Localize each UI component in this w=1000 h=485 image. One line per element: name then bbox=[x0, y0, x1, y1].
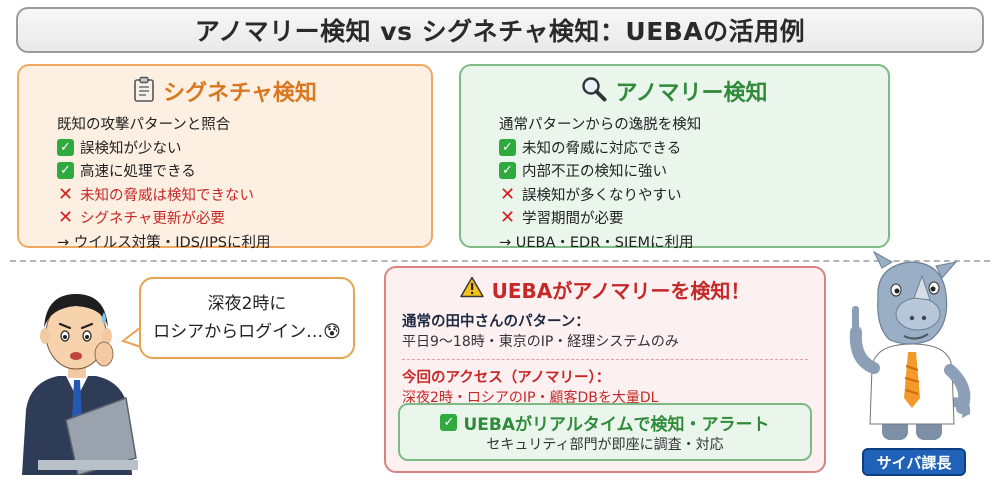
bubble-line-2: ロシアからログイン…😰 bbox=[153, 322, 341, 342]
alert-title: UEBAがアノマリーを検知！ bbox=[491, 278, 751, 303]
clipboard-icon bbox=[133, 76, 155, 106]
anomaly-item: ✓ 内部不正の検知に強い bbox=[499, 159, 872, 183]
cross-icon: ✕ bbox=[57, 207, 74, 229]
bubble-tail bbox=[121, 326, 142, 348]
anomaly-usage: → UEBA・EDR・SIEMに利用 bbox=[499, 234, 694, 251]
speech-bubble: 深夜2時に ロシアからログイン…😰 bbox=[139, 277, 355, 359]
alert-separator bbox=[402, 359, 808, 360]
signature-card-header: シグネチャ検知 bbox=[35, 76, 415, 106]
worried-employee-illustration bbox=[22, 294, 138, 475]
detection-subtitle: セキュリティ部門が即座に調査・対応 bbox=[486, 437, 724, 453]
signature-card: シグネチャ検知 既知の攻撃パターンと照合 ✓ 誤検知が少ない ✓ 高速に処理でき… bbox=[17, 64, 433, 251]
signature-title: シグネチャ検知 bbox=[163, 81, 317, 106]
anomaly-title: アノマリー検知 bbox=[615, 81, 768, 106]
page-title: アノマリー検知 vs シグネチャ検知：UEBAの活用例 bbox=[16, 7, 984, 53]
bubble-line-1: 深夜2時に bbox=[207, 294, 287, 314]
anomaly-card-header: アノマリー検知 bbox=[477, 76, 872, 106]
magnifier-icon bbox=[581, 76, 607, 106]
warning-icon bbox=[459, 276, 484, 302]
section-divider bbox=[10, 260, 990, 262]
signature-usage: → ウイルス対策・IDS/IPSに利用 bbox=[57, 234, 271, 251]
anomaly-item: ✕ 学習期間が必要 bbox=[499, 207, 624, 229]
signature-item: ✓ 誤検知が少ない bbox=[57, 136, 415, 160]
anomaly-item: ✓ 未知の脅威に対応できる bbox=[499, 136, 872, 160]
signature-item: ✕ 未知の脅威は検知できない bbox=[57, 183, 254, 205]
detection-title: UEBAがリアルタイムで検知・アラート bbox=[463, 414, 770, 435]
signature-desc: 既知の攻撃パターンと照合 bbox=[57, 117, 231, 134]
cross-icon: ✕ bbox=[57, 183, 74, 205]
mascot-name-tag: サイバ課長 bbox=[862, 448, 966, 476]
alert-header: UEBAがアノマリーを検知！ bbox=[402, 274, 808, 304]
anomaly-desc: 通常パターンからの逸脱を検知 bbox=[499, 117, 702, 134]
current-access-label: 今回のアクセス（アノマリー）： bbox=[402, 370, 611, 386]
cross-icon: ✕ bbox=[499, 207, 516, 229]
detection-title-row: ✓ UEBAがリアルタイムで検知・アラート bbox=[440, 410, 770, 435]
normal-pattern-label: 通常の田中さんのパターン： bbox=[402, 314, 590, 330]
realtime-detection-box: ✓ UEBAがリアルタイムで検知・アラート セキュリティ部門が即座に調査・対応 bbox=[398, 403, 812, 461]
current-access-value: 深夜2時・ロシアのIP・顧客DBを大量DL bbox=[402, 390, 659, 406]
cross-icon: ✕ bbox=[499, 183, 516, 205]
anxious-face-icon: 😰 bbox=[323, 322, 341, 342]
anomaly-card: アノマリー検知 通常パターンからの逸脱を検知 ✓ 未知の脅威に対応できる ✓ 内… bbox=[459, 64, 890, 251]
check-icon: ✓ bbox=[57, 138, 74, 156]
signature-item: ✕ シグネチャ更新が必要 bbox=[57, 207, 225, 229]
rhino-mascot-illustration bbox=[849, 250, 971, 440]
check-icon: ✓ bbox=[499, 138, 516, 156]
check-icon: ✓ bbox=[57, 162, 74, 180]
check-icon: ✓ bbox=[499, 162, 516, 180]
check-icon: ✓ bbox=[440, 413, 458, 431]
normal-pattern-value: 平日9〜18時・東京のIP・経理システムのみ bbox=[402, 334, 679, 350]
anomaly-item: ✕ 誤検知が多くなりやすい bbox=[499, 183, 682, 205]
signature-item: ✓ 高速に処理できる bbox=[57, 159, 415, 183]
